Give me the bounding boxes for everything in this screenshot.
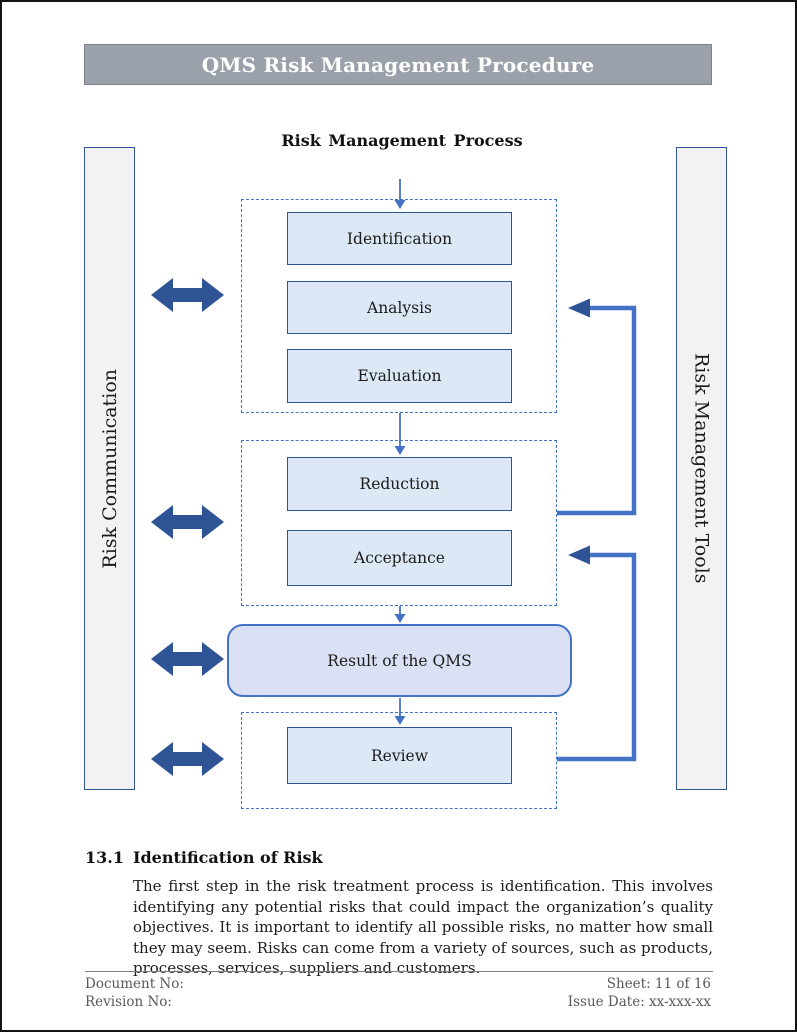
footer-sheet: Sheet: 11 of 16 — [606, 976, 711, 992]
feedback-loop-to-acceptance-head — [568, 545, 590, 565]
footer-right: Sheet: 11 of 16 Issue Date: xx-xxx-xx — [568, 975, 711, 1011]
bidirectional-arrow-assessment — [151, 278, 224, 312]
diagram-title: Risk Management Process — [281, 131, 523, 150]
flow-arrow-treatment-to-result-head — [394, 614, 406, 623]
bidirectional-arrow-treatment — [151, 505, 224, 539]
risk-management-tools-label: Risk Management Tools — [690, 353, 713, 584]
feedback-loop-to-analysis-head — [568, 298, 590, 318]
result-of-qms-box: Result of the QMS — [227, 624, 572, 697]
footer-issue-date: Issue Date: xx-xxx-xx — [567, 994, 711, 1011]
evaluation-label: Evaluation — [357, 367, 442, 385]
bidirectional-arrow-review — [151, 742, 224, 776]
result-of-qms-label: Result of the QMS — [327, 651, 472, 670]
reduction-box: Reduction — [287, 457, 512, 511]
section-title: Identification of Risk — [133, 848, 323, 867]
section-number: 13.1 — [85, 848, 124, 867]
feedback-loop-to-analysis — [557, 305, 637, 516]
header-bar: QMS Risk Management Procedure — [84, 44, 712, 85]
header-title: QMS Risk Management Procedure — [201, 52, 595, 77]
identification-label: Identification — [346, 229, 453, 248]
evaluation-box: Evaluation — [287, 349, 512, 403]
analysis-label: Analysis — [367, 298, 432, 317]
review-box: Review — [287, 727, 512, 784]
review-label: Review — [371, 746, 428, 765]
reduction-label: Reduction — [359, 475, 440, 493]
bidirectional-arrow-result — [151, 642, 224, 676]
review-group-frame — [241, 712, 557, 809]
risk-communication-label: Risk Communication — [98, 368, 121, 569]
treatment-group-frame — [241, 440, 557, 606]
assessment-group-frame — [241, 199, 557, 413]
section-paragraph: The first step in the risk treatment pro… — [133, 877, 713, 978]
footer-document-no: Document No: — [85, 976, 184, 992]
acceptance-label: Acceptance — [354, 549, 445, 567]
footer-left: Document No: Revision No: — [85, 975, 184, 1011]
footer-revision-no: Revision No: — [85, 994, 172, 1011]
risk-management-tools-panel: Risk Management Tools — [676, 147, 727, 790]
identification-box: Identification — [287, 212, 512, 265]
section-heading: 13.1 Identification of Risk — [85, 848, 705, 867]
analysis-box: Analysis — [287, 281, 512, 334]
acceptance-box: Acceptance — [287, 530, 512, 586]
risk-communication-panel: Risk Communication — [84, 147, 135, 790]
footer-divider — [85, 971, 713, 972]
